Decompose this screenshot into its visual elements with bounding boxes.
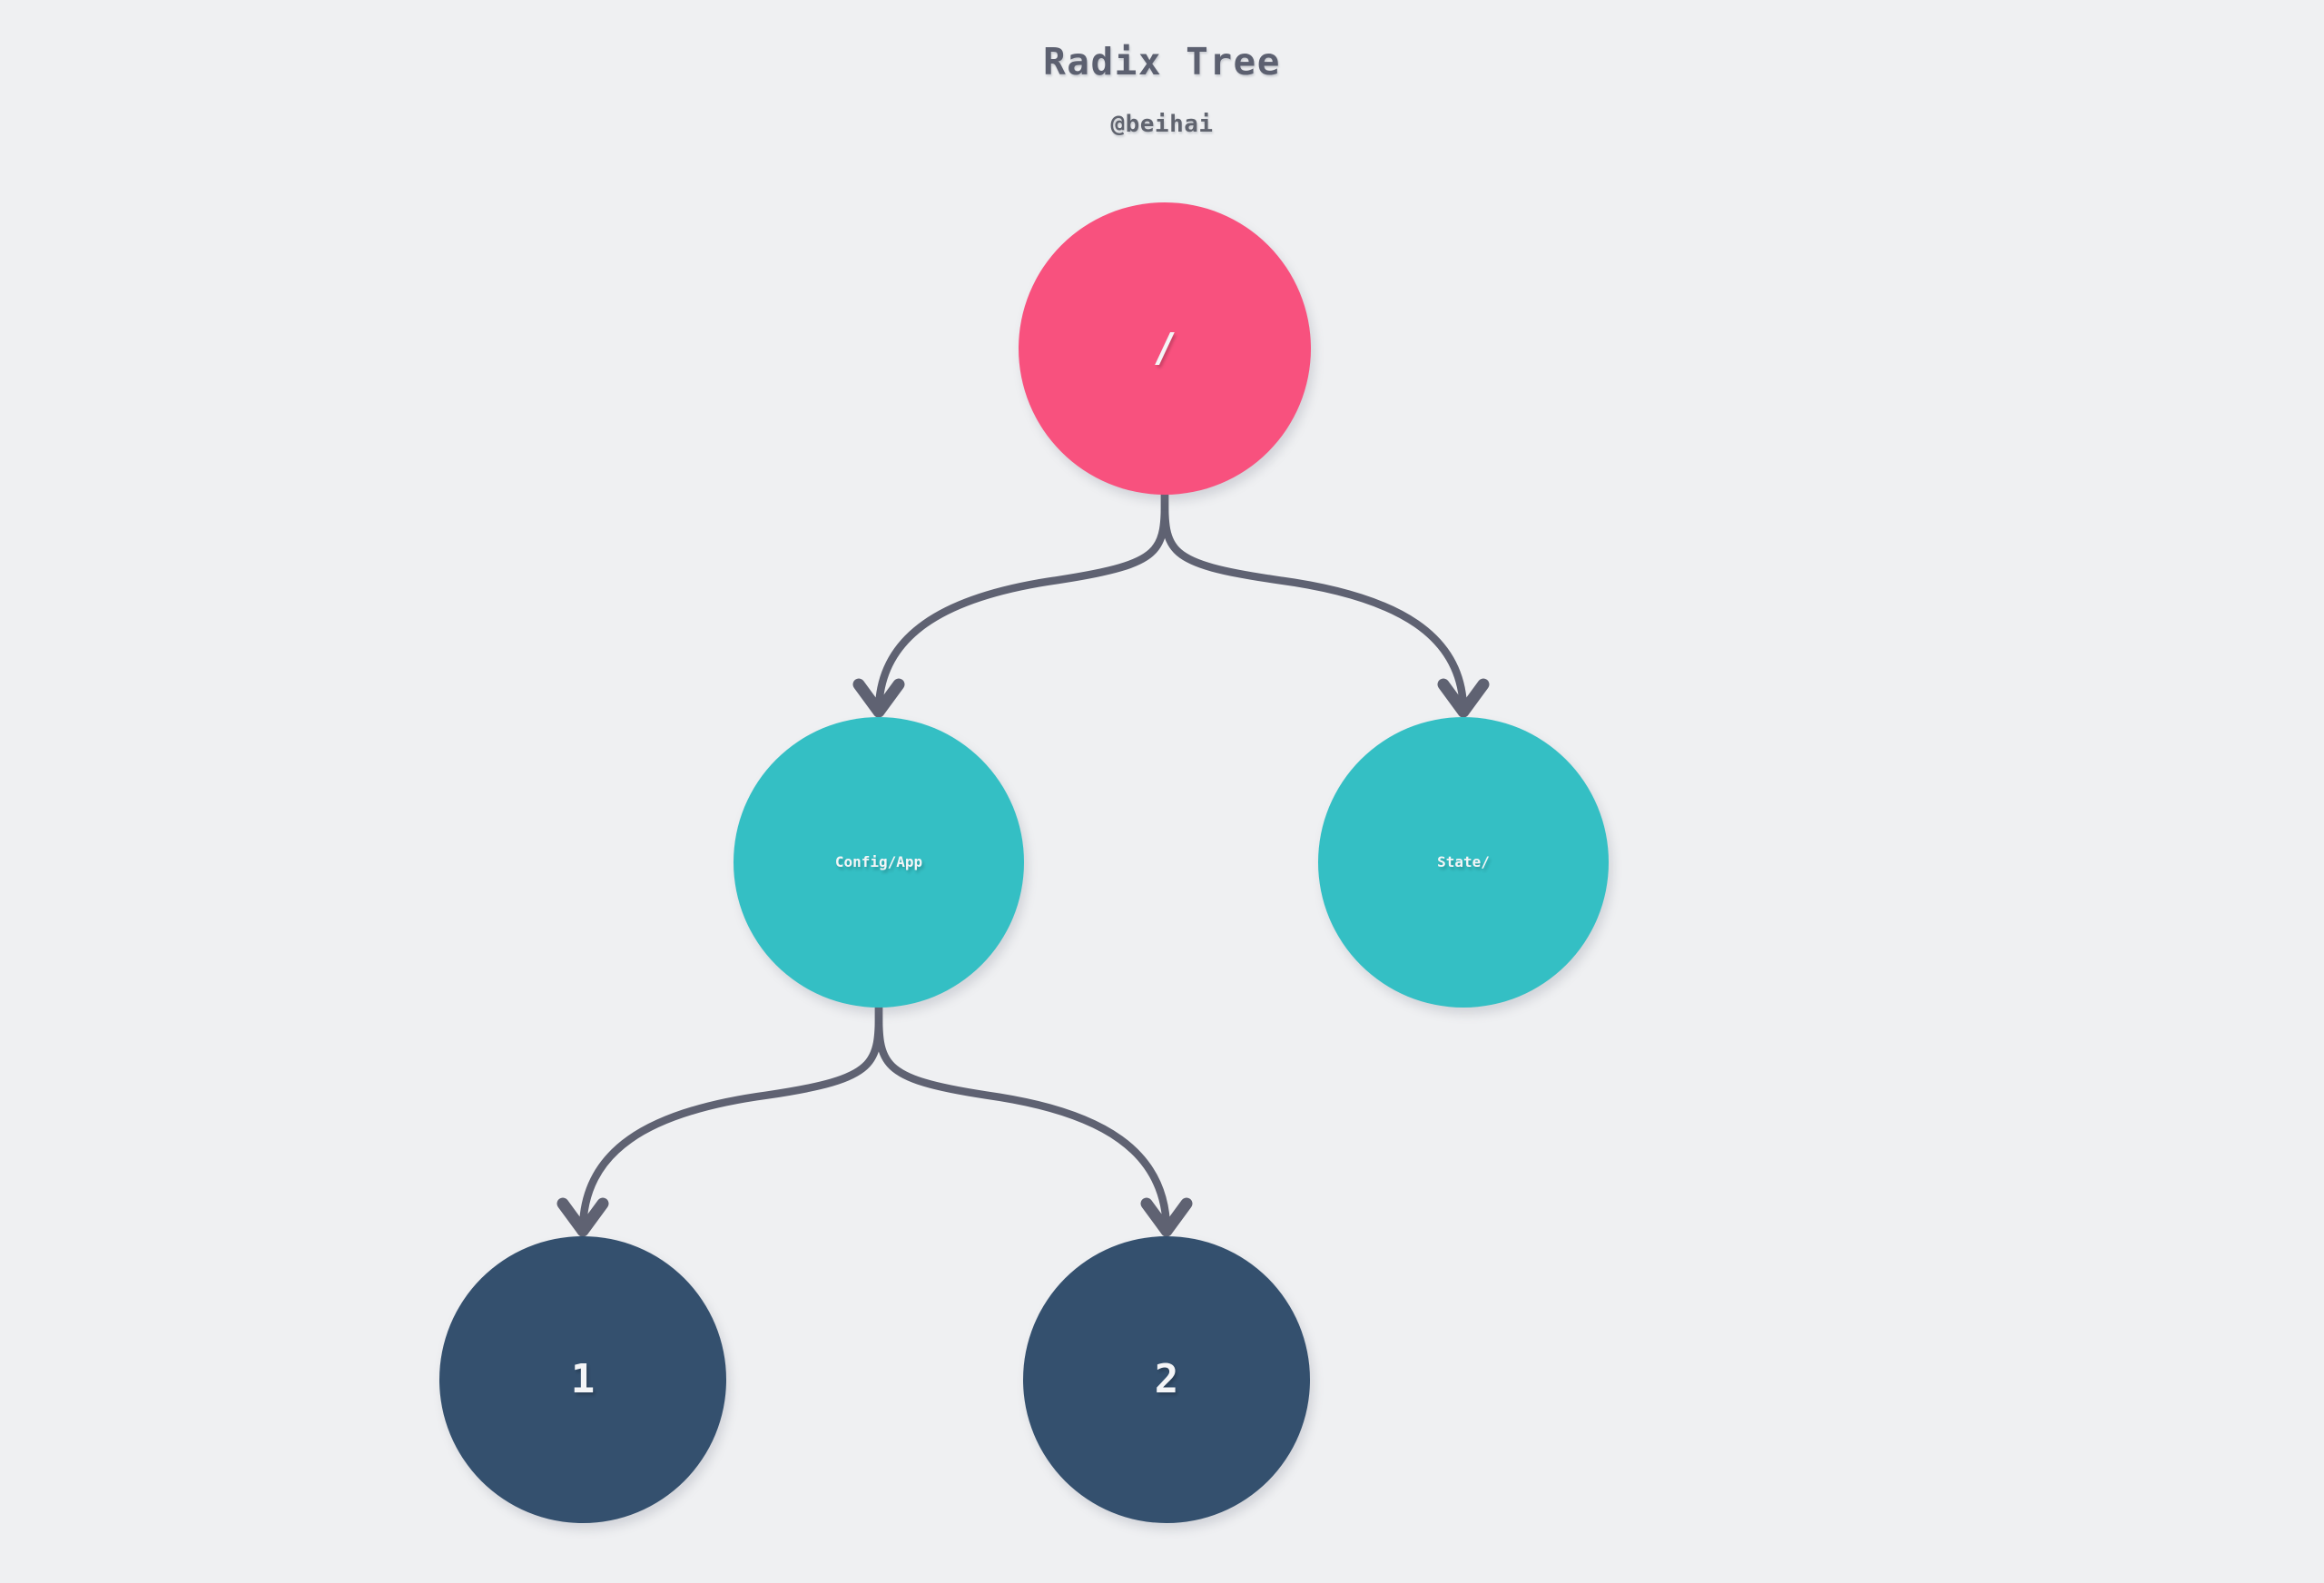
tree-node-one[interactable]: 1 <box>439 1236 726 1523</box>
tree-node-label: 2 <box>1154 1356 1179 1402</box>
tree-node-label: Config/App <box>834 853 923 870</box>
tree-node-root[interactable]: / <box>1019 202 1311 495</box>
tree-node-two[interactable]: 2 <box>1023 1236 1310 1523</box>
arrowhead-icon <box>852 678 905 718</box>
tree-node-label: / <box>1152 325 1177 371</box>
tree-node-label: State/ <box>1437 853 1490 870</box>
arrowhead-icon <box>1140 1197 1193 1237</box>
tree-edge-root-to-state <box>1160 490 1468 716</box>
tree-edge-config-to-one <box>578 1003 883 1235</box>
tree-node-config[interactable]: Config/App <box>734 717 1024 1008</box>
tree-node-label: 1 <box>570 1356 596 1402</box>
tree-edge-config-to-two <box>874 1003 1171 1235</box>
arrowhead-icon <box>556 1197 609 1237</box>
tree-edge-root-to-config <box>874 490 1169 716</box>
tree-node-state[interactable]: State/ <box>1318 717 1609 1008</box>
arrowhead-icon <box>1437 678 1490 718</box>
